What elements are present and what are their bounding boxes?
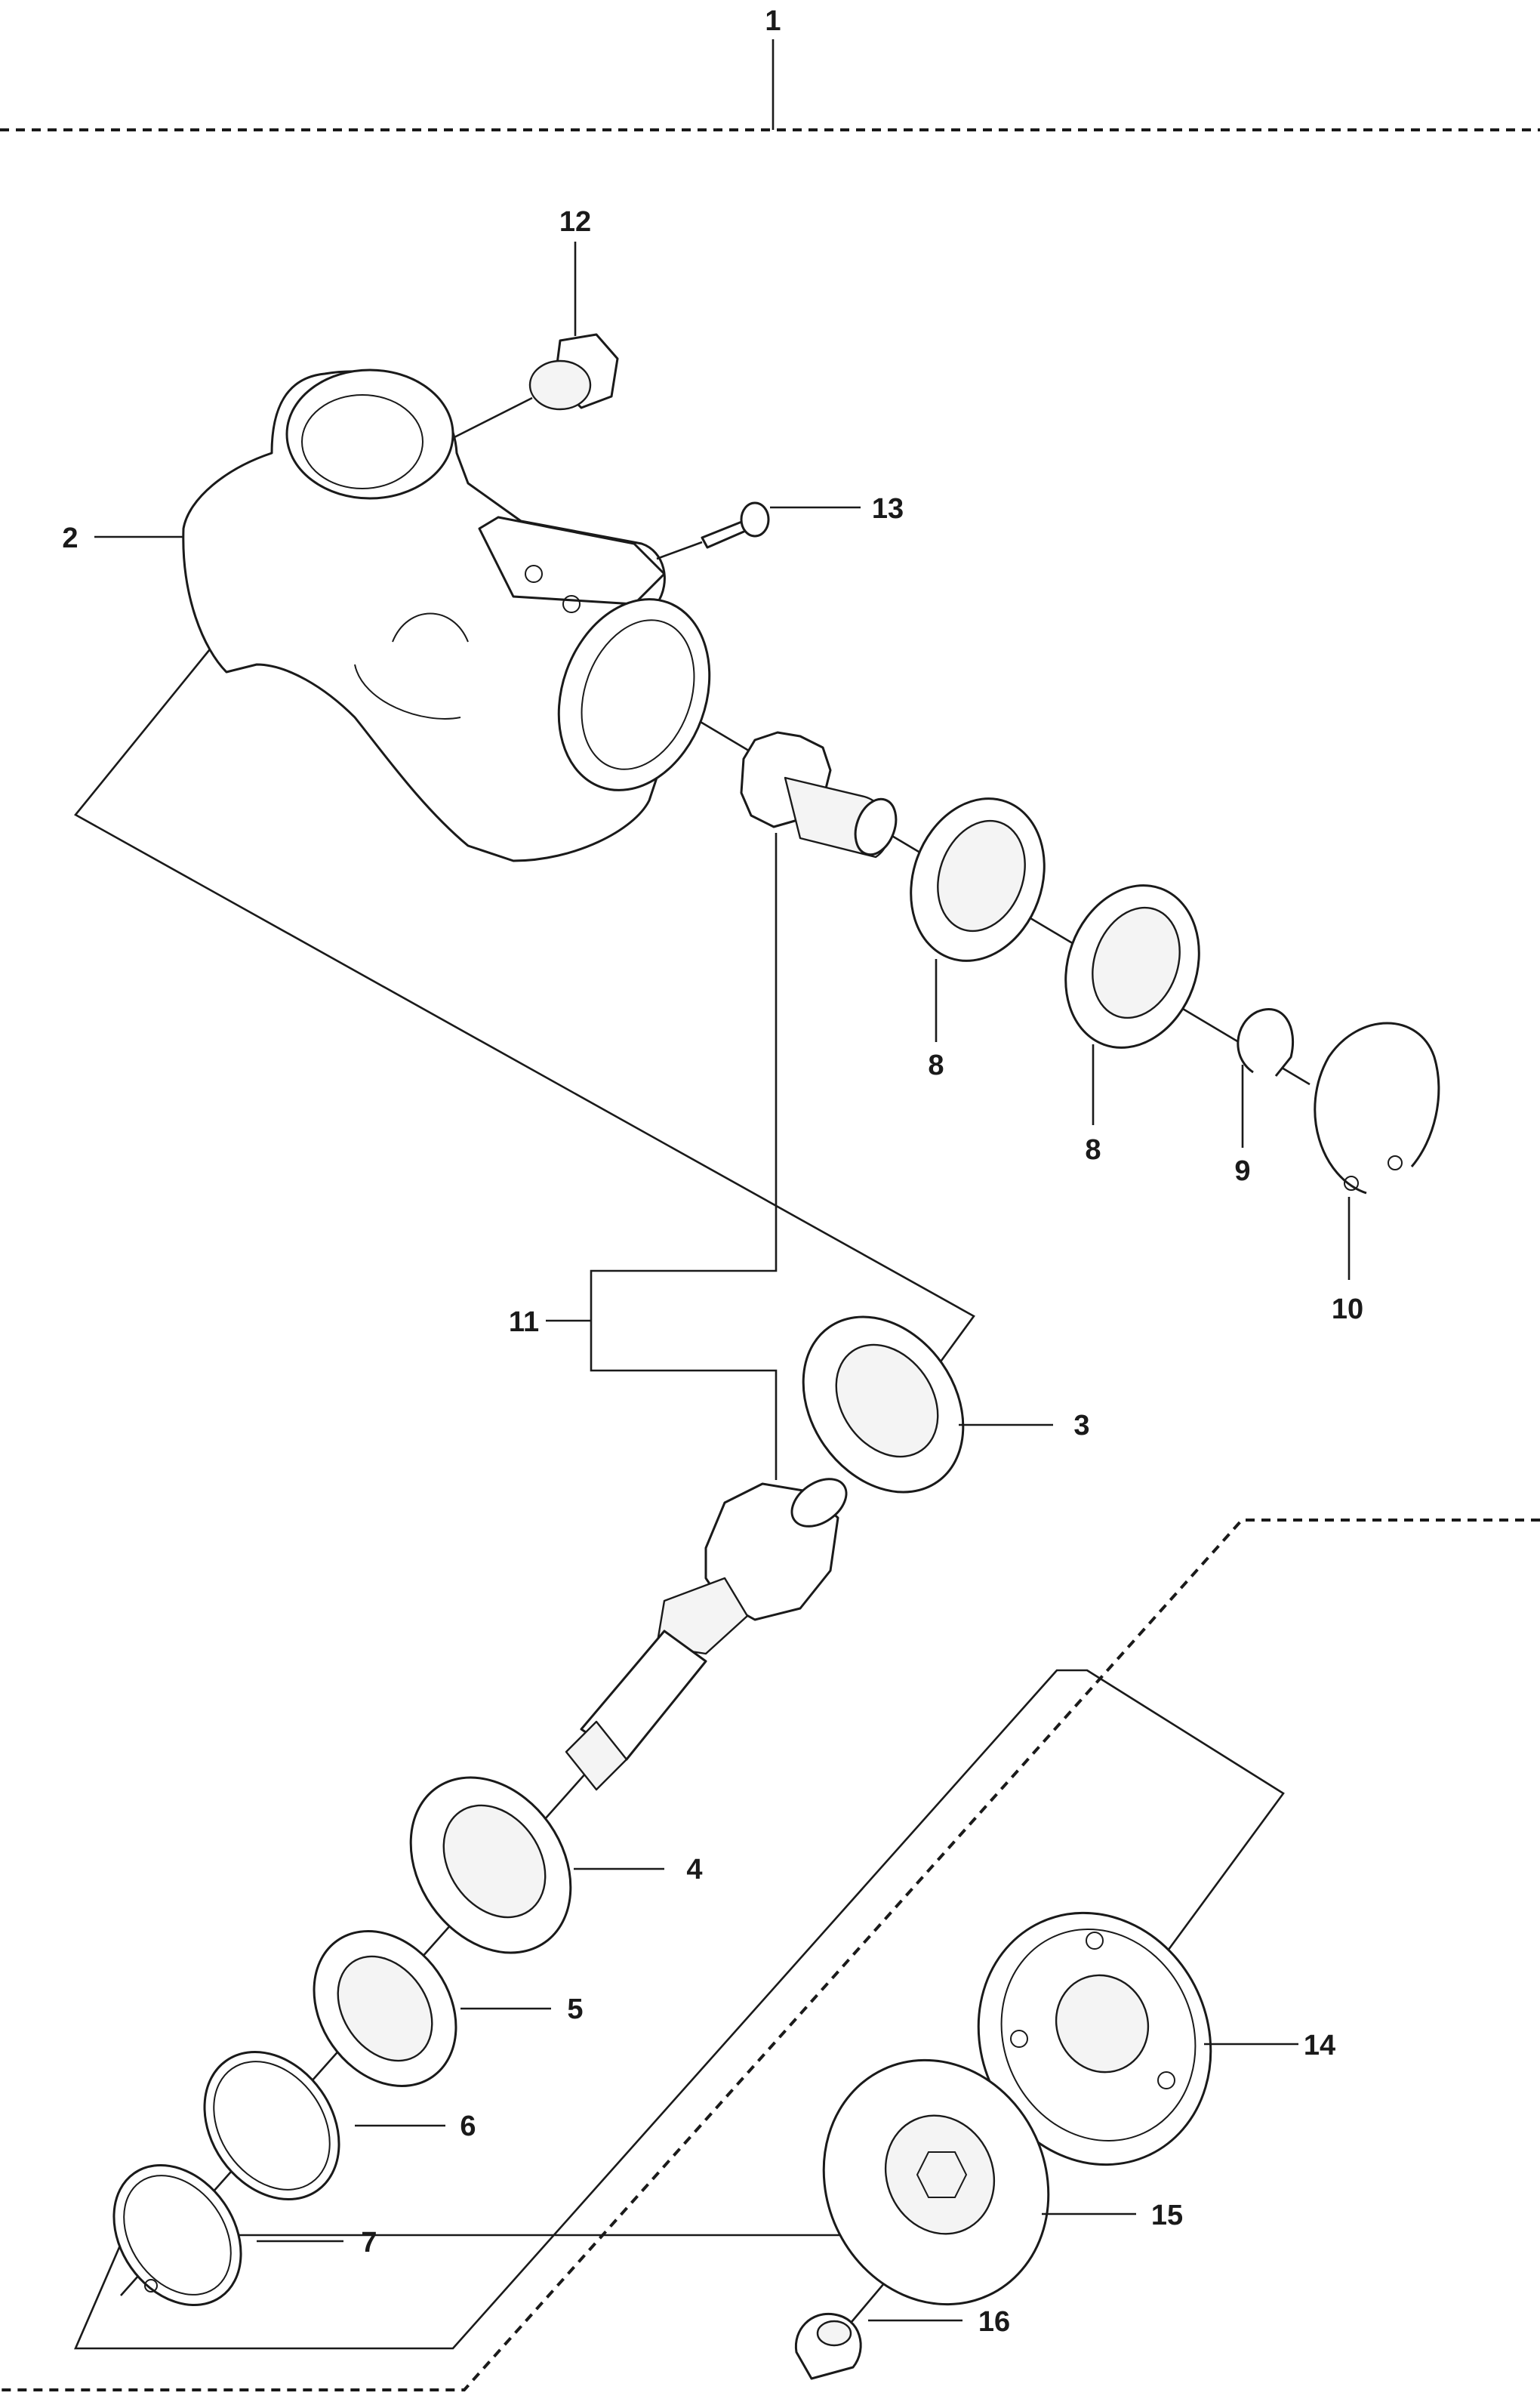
lower-group-outline (74, 1669, 1285, 2350)
bearing-inner (442, 1804, 547, 1919)
label-3: 3 (1073, 1410, 1089, 1442)
pinion-shaft-end (854, 797, 898, 856)
seal-inner (337, 1955, 433, 2062)
assembly-lower-boundary (0, 1519, 1540, 2391)
bearing-4 (409, 1776, 572, 1954)
label-6: 6 (460, 2111, 476, 2142)
flange-spline (916, 2151, 968, 2198)
label-8b: 8 (1085, 1134, 1101, 1166)
housing-to-bearing3-guide (74, 645, 975, 1404)
housing-top-cap-inner (301, 394, 424, 489)
large-circlip-ring (1314, 1022, 1440, 1195)
label-12: 12 (559, 206, 591, 238)
small-circlip (1237, 1008, 1295, 1077)
housing-lower-lobe (354, 612, 469, 720)
upper-bearing-1 (910, 797, 1046, 962)
threaded-end (565, 1720, 628, 1791)
washer-ring (203, 2051, 340, 2200)
upper-bearing-2 (1064, 884, 1200, 1049)
ring-eye (144, 2279, 158, 2293)
bearing-inner (1092, 906, 1181, 1019)
label-14: 14 (1304, 2030, 1335, 2061)
group-boundaries (0, 39, 1540, 2391)
housing-clamp (478, 516, 666, 606)
screw-shank (701, 520, 749, 549)
cup-hole-2 (1010, 2030, 1028, 2048)
cup-hole-1 (1086, 1932, 1104, 1950)
label-13: 13 (872, 493, 904, 525)
label-5: 5 (567, 1993, 583, 2025)
label-7: 7 (361, 2227, 377, 2259)
cup-hub (1055, 1974, 1150, 2074)
screw-to-clamp-line (656, 541, 703, 560)
bearing-inner (937, 819, 1026, 933)
seal-ring (313, 1930, 457, 2087)
label-2: 2 (62, 523, 78, 554)
bevel-gear-shaft (565, 1478, 848, 1791)
clamp-screw (656, 501, 770, 560)
spacer-washer (203, 2051, 340, 2200)
small-circlip-ring (1237, 1008, 1295, 1077)
blade-nut (794, 2312, 862, 2380)
flange-washer (822, 2058, 1050, 2306)
label-15: 15 (1151, 2200, 1183, 2231)
bearing-3 (802, 1315, 965, 1494)
label-8a: 8 (928, 1050, 944, 1081)
plug-to-housing-line (452, 396, 533, 439)
housing-top-cap (285, 368, 454, 500)
circlip-eye-2 (1388, 1155, 1403, 1170)
label-4: 4 (686, 1854, 702, 1886)
bearing-inner (835, 1343, 939, 1458)
support-cup (977, 1911, 1212, 2166)
retaining-ring (112, 2163, 242, 2307)
clamp-hole-2 (562, 595, 581, 613)
label-16: 16 (978, 2306, 1010, 2338)
flange-hub (884, 2114, 996, 2235)
clamp-hole-1 (525, 565, 543, 583)
label-10: 10 (1332, 1294, 1363, 1325)
cup-rim (1000, 1929, 1197, 2141)
housing-tube-opening-inner (581, 619, 695, 770)
nut-hole (816, 2320, 852, 2347)
screw-head (740, 501, 770, 538)
gear-hub-top (790, 1478, 848, 1528)
pinion-gear (740, 731, 898, 859)
gear-housing (182, 368, 711, 862)
plug-screw (452, 333, 619, 439)
plug-thread (528, 359, 592, 411)
label-1: 1 (765, 5, 781, 37)
large-circlip (1314, 1022, 1440, 1195)
label-9: 9 (1234, 1155, 1250, 1187)
cup-hole-3 (1157, 2071, 1175, 2089)
callout-labels: 1 2 3 4 5 6 7 8 8 9 10 11 12 13 14 15 16 (62, 5, 1363, 2338)
washer-hole (213, 2061, 331, 2191)
bracket-11 (590, 833, 778, 1480)
circlip-eye-1 (1344, 1176, 1359, 1191)
label-11: 11 (509, 1306, 539, 1338)
retaining-ring-inner (123, 2175, 232, 2296)
